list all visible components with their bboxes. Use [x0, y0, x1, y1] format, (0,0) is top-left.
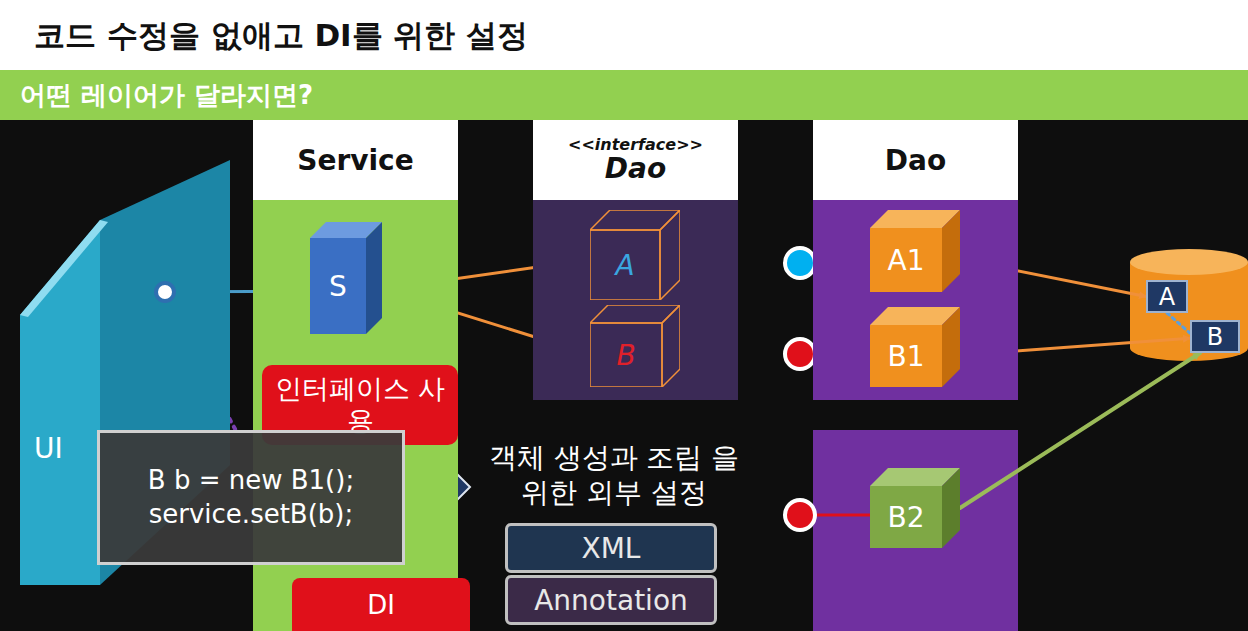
node-text: <<interface>> [568, 135, 703, 154]
text-holder: B2 [870, 468, 960, 548]
node-text: Dao [605, 154, 666, 185]
text-holder: Service [253, 120, 458, 200]
text-holder: A [590, 210, 680, 300]
text-holder: A1 [870, 210, 960, 292]
note-label: 객체 생성과 조립 을 위한 외부 설정 [478, 440, 750, 510]
text-holder: Dao [813, 120, 1018, 200]
database-cylinder [1130, 249, 1248, 361]
interface-cube: B [590, 305, 680, 387]
dao-band [813, 430, 1018, 631]
text-holder: DI [292, 578, 470, 631]
node-text: Service [297, 144, 413, 177]
text-holder: 어떤 레이어가 달라지면? [0, 70, 1248, 120]
node-text: 인터페이스 사용 [270, 373, 450, 438]
dao-cube: A1 [870, 210, 960, 292]
config-box: Annotation [505, 575, 717, 625]
table-box: A [1146, 280, 1188, 313]
text-holder: <<interface>>Dao [533, 120, 738, 200]
text-holder: B1 [870, 307, 960, 387]
table-box: B [1190, 320, 1240, 353]
callout-box: DI [292, 578, 470, 631]
node-text: A1 [888, 244, 925, 277]
node-text: XML [582, 532, 641, 565]
dao-cube: B1 [870, 307, 960, 387]
node-text: B [616, 339, 635, 372]
text-holder: B [590, 305, 680, 387]
config-box: XML [505, 523, 717, 573]
node-text: B [1207, 323, 1223, 351]
node-text: B2 [887, 501, 924, 534]
node-text: S [329, 270, 347, 303]
text-holder: XML [508, 526, 714, 570]
node-text: Dao [885, 144, 946, 177]
connector [1167, 313, 1190, 333]
interface-cube: A [590, 210, 680, 300]
node-text: DI [367, 590, 395, 620]
node-text: Annotation [534, 584, 688, 617]
text-holder: S [310, 222, 382, 334]
ocube-outline [590, 210, 680, 300]
text-holder: A [1148, 282, 1186, 311]
node-text: UI [34, 432, 63, 465]
node-text: 어떤 레이어가 달라지면? [20, 78, 313, 113]
dao-cube: B2 [870, 468, 960, 548]
code-box: B b = new B1();service.setB(b); [97, 430, 405, 565]
text-holder: B [1192, 322, 1238, 351]
text-holder: Annotation [508, 578, 714, 622]
text-holder: B b = new B1();service.setB(b); [100, 433, 402, 562]
section-banner: 어떤 레이어가 달라지면? [0, 70, 1248, 120]
layer-column: <<interface>>DaoA B [533, 120, 738, 400]
layer-column: DaoA1B1 [813, 120, 1018, 400]
node-text: B1 [887, 340, 924, 373]
node-text: A [615, 249, 634, 282]
title: 코드 수정을 없애고 DI를 위한 설정 [0, 0, 1248, 70]
node-text: B b = new B1(); [148, 464, 354, 498]
node-text: service.setB(b); [149, 498, 354, 532]
node-text: A [1159, 283, 1175, 311]
service-cube: S [310, 222, 382, 334]
